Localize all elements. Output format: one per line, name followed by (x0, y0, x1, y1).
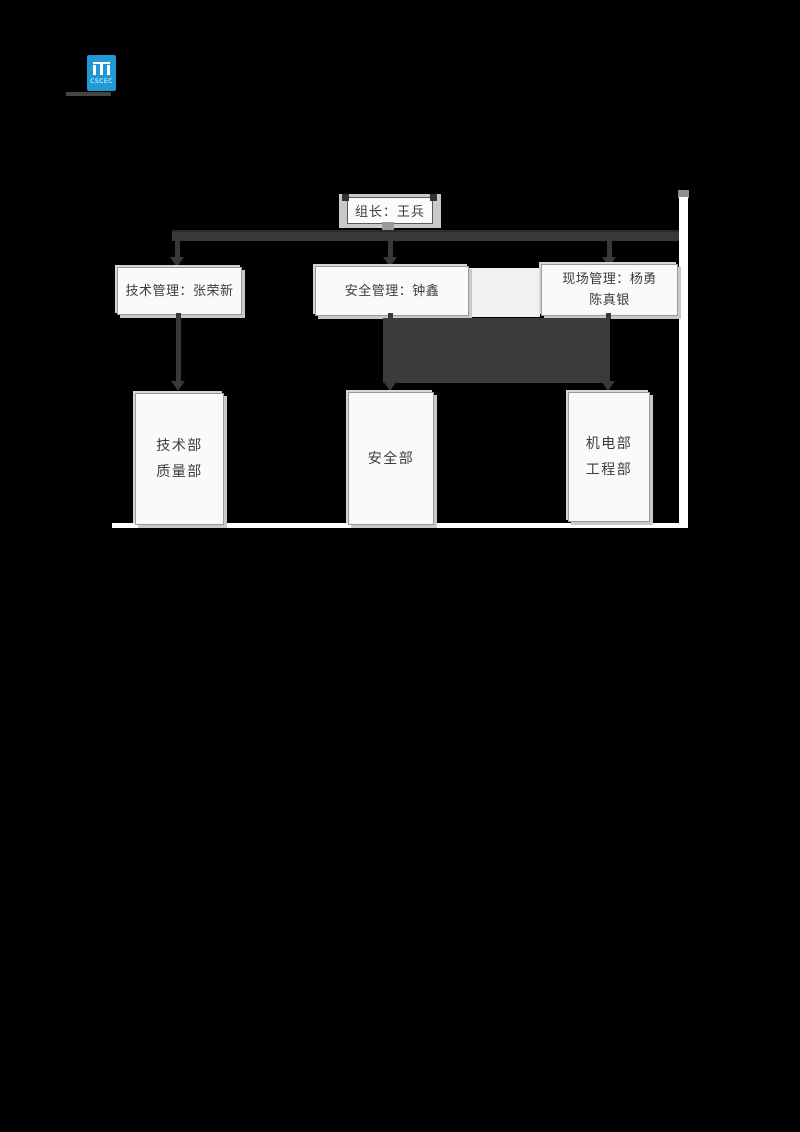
org-node-mech-eng-dept[interactable]: 机电部 工程部 (568, 392, 650, 522)
org-node-label: 安全部 (367, 450, 415, 467)
org-node-label: 安全管理：钟鑫 (344, 283, 440, 299)
drawing-canvas-right-edge (679, 197, 688, 527)
arrowhead-icon (170, 257, 184, 267)
canvas-resize-handle[interactable] (678, 190, 689, 198)
org-node-leader[interactable]: 组长：王兵 (347, 197, 433, 224)
logo-bar (107, 64, 110, 75)
arrowhead-icon (171, 381, 185, 391)
org-node-site-manager[interactable]: 现场管理：杨勇 陈真银 (541, 264, 678, 316)
connector-stub-middle (388, 313, 393, 319)
arrowhead-icon (383, 381, 397, 391)
logo-underline (66, 92, 111, 96)
org-node-tech-quality-dept[interactable]: 技术部 质量部 (135, 393, 224, 525)
logo-bar (93, 64, 96, 75)
cscec-logo-emblem-icon (93, 61, 110, 77)
org-node-leader-label: 组长：王兵 (354, 205, 425, 220)
org-node-label: 工程部 (585, 462, 633, 478)
arrowhead-icon (602, 257, 616, 267)
resize-handle-top-left[interactable] (342, 194, 349, 201)
org-node-tech-manager[interactable]: 技术管理：张荣新 (117, 267, 242, 315)
arrowhead-icon (601, 381, 615, 391)
resize-handle-top-right[interactable] (430, 194, 437, 201)
connector-line-right (607, 241, 612, 258)
org-node-label: 现场管理：杨勇 (562, 272, 657, 287)
org-node-label: 技术部 (156, 438, 203, 454)
org-node-label: 技术管理：张荣新 (125, 283, 234, 299)
org-node-safety-dept[interactable]: 安全部 (348, 392, 434, 525)
connector-shadow-block (383, 318, 610, 383)
org-node-label: 陈真银 (589, 293, 630, 308)
connector-line-left-lower (176, 313, 181, 383)
canvas-background-gap (469, 268, 540, 317)
arrowhead-icon (383, 257, 397, 267)
connector-line-left (175, 241, 180, 258)
org-node-label: 质量部 (156, 464, 203, 480)
connector-stub-right (606, 313, 611, 319)
cscec-logo: CSCEC (87, 55, 116, 91)
logo-bar (100, 62, 103, 75)
org-node-label: 机电部 (585, 436, 633, 452)
cscec-logo-wordmark: CSCEC (90, 77, 113, 85)
org-node-safety-manager[interactable]: 安全管理：钟鑫 (315, 266, 469, 316)
connector-horizontal-bar (172, 230, 679, 241)
connector-stub-top (382, 222, 394, 232)
connector-line-middle (388, 241, 393, 258)
drawing-canvas-bottom-edge (112, 523, 688, 528)
